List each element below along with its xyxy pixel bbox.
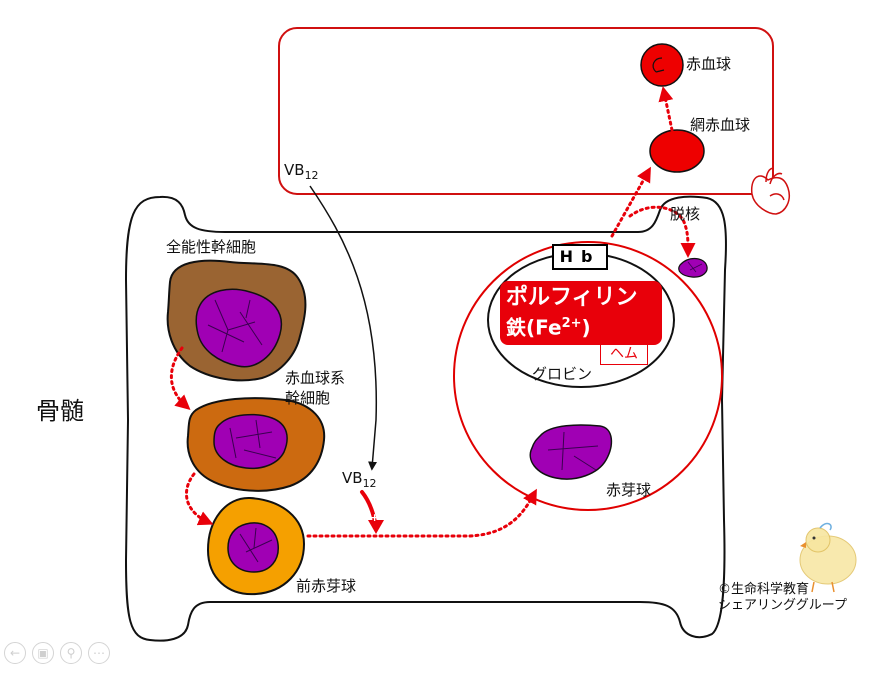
- totipotent-chromatin: [207, 299, 263, 353]
- erythroid-nucleus: [213, 413, 288, 470]
- arrow-stem-to-erythroid: [169, 346, 191, 410]
- vb12-mid-label: VB12: [342, 469, 377, 491]
- erythroid-stem-label-line1: 赤血球系: [285, 369, 346, 387]
- proerythroblast-nucleus: [227, 522, 279, 573]
- iron-sup: 2+: [561, 316, 582, 331]
- copyright-text: ©生命科学教育 シェアリンググループ: [718, 582, 847, 614]
- arrow-erythroid-to-proerythro: [185, 472, 214, 526]
- iron-prefix: 鉄(Fe: [506, 315, 562, 340]
- totipotent-nucleus: [195, 288, 283, 368]
- erythroid-stem-label-line2: 幹細胞: [285, 389, 331, 407]
- reticulocyte-label: 網赤血球: [690, 116, 751, 134]
- proerythroblast-label: 前赤芽球: [296, 577, 357, 595]
- chick-mascot-icon: [799, 522, 857, 593]
- slides-icon[interactable]: ▣: [32, 642, 54, 664]
- bone-marrow-label: 骨髄: [36, 397, 84, 425]
- porphyrin-label: ポルフィリン: [506, 285, 638, 310]
- totipotent-stem-label: 全能性幹細胞: [166, 238, 257, 256]
- reticulocyte-cell: [649, 129, 705, 173]
- iron-suffix: ): [581, 315, 591, 340]
- iron-label: 鉄(Fe2+): [506, 311, 656, 341]
- vb12-arrow: [309, 185, 378, 471]
- vb12-top-main: VB: [284, 161, 305, 179]
- rbc-mark: [652, 57, 665, 73]
- arrow-reticulocyte-to-rbc: [658, 86, 674, 132]
- globin-label: グロビン: [532, 365, 593, 383]
- heart-icon: [750, 167, 790, 215]
- erythroblast-label: 赤芽球: [606, 481, 652, 499]
- slideshow-toolbar: ← ▣ ⚲ ⋯: [4, 642, 110, 664]
- arrow-proerythro-to-erythroblast: [306, 488, 537, 538]
- vb12-top-label: VB12: [284, 161, 319, 183]
- copyright-line1: ©生命科学教育: [718, 582, 810, 597]
- vb12-mid-main: VB: [342, 469, 363, 487]
- arrow-enucleation: [628, 205, 696, 258]
- erythroblast-chromatin: [547, 431, 599, 471]
- vb12-mid-sub: 12: [362, 477, 377, 490]
- vb12-plus-sign: +: [370, 511, 380, 524]
- heme-label: ヘム: [600, 344, 648, 365]
- more-icon[interactable]: ⋯: [88, 642, 110, 664]
- vb12-promote-head: [368, 520, 384, 534]
- back-icon[interactable]: ←: [4, 642, 26, 664]
- rbc-label: 赤血球: [686, 55, 732, 73]
- enucleation-label: 脱核: [670, 205, 701, 223]
- erythroblast-nucleus: [529, 424, 613, 480]
- zoom-icon[interactable]: ⚲: [60, 642, 82, 664]
- rbc-cell: [640, 43, 684, 87]
- blood-vessel-box: [278, 27, 774, 195]
- erythroid-chromatin: [229, 419, 277, 459]
- vb12-top-sub: 12: [304, 169, 319, 182]
- porphyrin-iron-box: ポルフィリン 鉄(Fe2+): [500, 281, 662, 345]
- arrow-erythroblast-to-reticulocyte: [610, 166, 651, 238]
- expelled-nucleus-chromatin: [687, 261, 703, 273]
- proerythroblast-chromatin: [239, 527, 273, 563]
- copyright-line2: シェアリンググループ: [718, 598, 847, 613]
- hb-box: Hb: [552, 244, 608, 270]
